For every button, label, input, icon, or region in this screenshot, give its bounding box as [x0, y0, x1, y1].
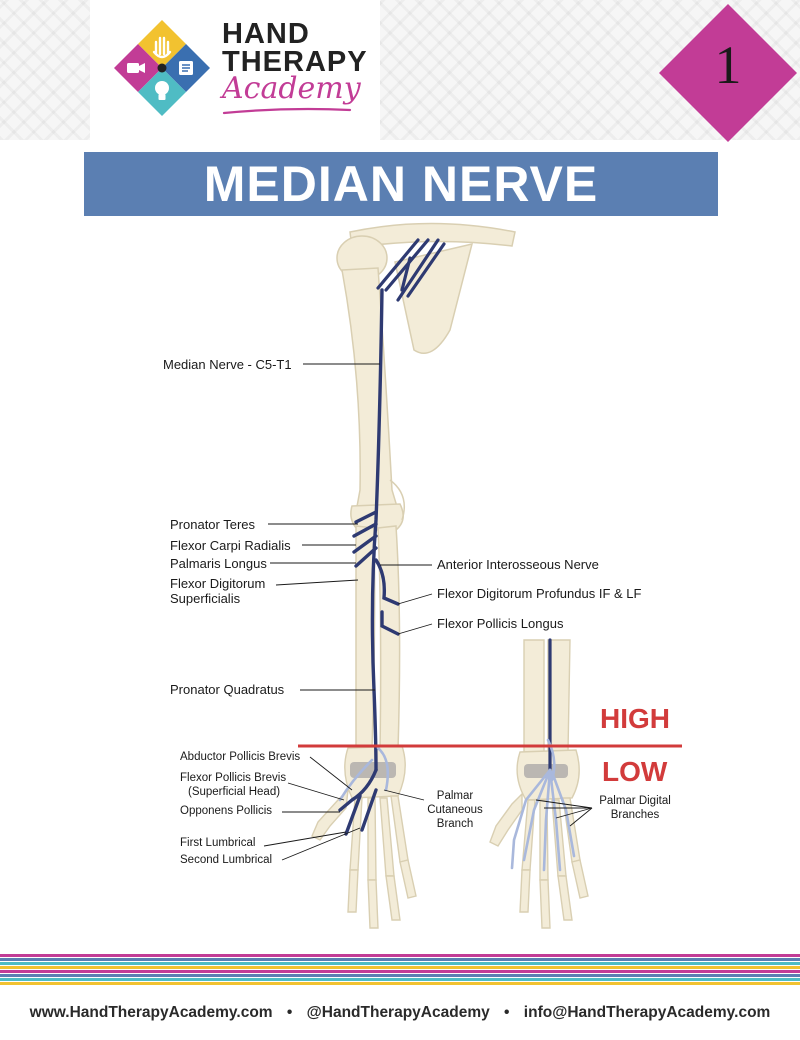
leader-lines: [263, 363, 593, 861]
label-fdp: Flexor Digitorum Profundus IF & LF: [437, 586, 642, 601]
footer-website-link[interactable]: www.HandTherapyAcademy.com: [29, 1004, 273, 1021]
label-palmar-cutaneous-line-3: Branch: [436, 818, 474, 830]
footer-social-handle[interactable]: @HandTherapyAcademy: [306, 1004, 490, 1021]
label-palmaris-longus: Palmaris Longus: [170, 556, 267, 571]
right-hand-nerve: [510, 638, 576, 872]
footer-stripe: [0, 982, 800, 985]
footer-separator: •: [286, 1004, 293, 1021]
footer-stripe: [0, 966, 800, 969]
footer-stripe: [0, 958, 800, 961]
footer-stripe: [0, 954, 800, 957]
label-abductor-pollicis-brevis: Abductor Pollicis Brevis: [180, 751, 301, 763]
label-median-nerve: Median Nerve - C5-T1: [163, 357, 292, 372]
left-hand-bones: [311, 745, 417, 929]
footer-stripe: [0, 974, 800, 977]
footer-email-link[interactable]: info@HandTherapyAcademy.com: [523, 1004, 771, 1021]
median-nerve-hand-sensory: [338, 746, 390, 802]
lightbulb-icon: [138, 68, 186, 116]
footer-stripes: [0, 954, 800, 986]
label-high: HIGH: [600, 703, 670, 734]
brand-name-line-2: THERAPY: [222, 46, 368, 78]
brand-name-line-1: HAND: [222, 18, 310, 50]
label-palmar-cutaneous-line-2: Cutaneous: [427, 804, 483, 816]
label-first-lumbrical: First Lumbrical: [180, 837, 256, 849]
brand-underline-swoosh: [222, 107, 352, 115]
label-fpl: Flexor Pollicis Longus: [437, 616, 564, 631]
median-nerve-trunk: [338, 288, 400, 836]
label-opponens-pollicis: Opponens Pollicis: [180, 805, 273, 817]
footer-separator: •: [504, 1004, 510, 1021]
label-flexor-carpi-radialis: Flexor Carpi Radialis: [170, 538, 291, 553]
label-palmar-cutaneous-line-1: Palmar: [436, 790, 474, 802]
page-title: MEDIAN NERVE: [84, 152, 718, 216]
footer-contact: www.HandTherapyAcademy.com • @HandTherap…: [0, 1004, 800, 1022]
label-pronator-quadratus: Pronator Quadratus: [170, 682, 285, 697]
label-palmar-digital-line-2: Branches: [610, 809, 660, 821]
label-fpb-line-2: (Superficial Head): [188, 786, 281, 798]
footer-stripe: [0, 962, 800, 965]
arm-bones: [336, 222, 516, 753]
label-fds-line-2: Superficialis: [170, 591, 241, 606]
brachial-plexus: [376, 238, 446, 302]
label-pronator-teres: Pronator Teres: [170, 517, 256, 532]
brand-name-line-3: Academy: [222, 71, 361, 106]
label-palmar-digital-line-1: Palmar Digital: [599, 795, 671, 807]
brand-logo-mark: [114, 20, 210, 116]
label-fpb-line-1: Flexor Pollicis Brevis: [180, 772, 287, 784]
page-number-badge: [659, 4, 797, 142]
label-second-lumbrical: Second Lumbrical: [180, 854, 273, 866]
label-low: LOW: [602, 756, 668, 787]
label-anterior-interosseous-nerve: Anterior Interosseous Nerve: [437, 557, 599, 572]
footer-stripe: [0, 970, 800, 973]
label-fds-line-1: Flexor Digitorum: [170, 576, 266, 591]
page-number: 1: [714, 35, 742, 95]
footer-stripe: [0, 978, 800, 981]
